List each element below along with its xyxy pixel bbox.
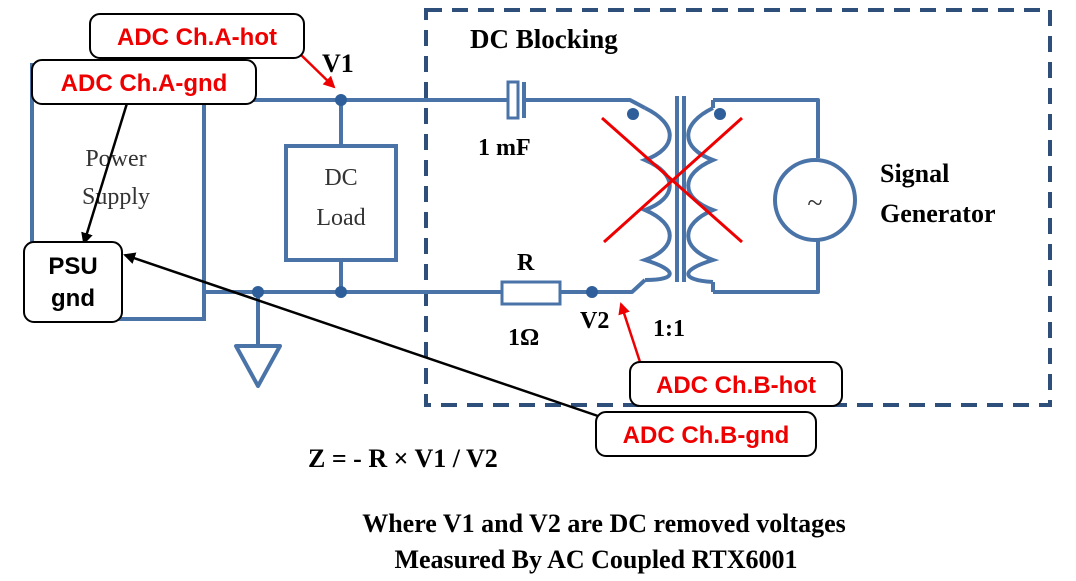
callout-ch-b-gnd: ADC Ch.B-gnd bbox=[595, 411, 817, 457]
callout-ch-a-hot: ADC Ch.A-hot bbox=[89, 13, 305, 59]
arrow-ch-a-hot bbox=[297, 51, 336, 89]
node-ground bbox=[252, 286, 264, 298]
signal-generator-label-line1: Signal bbox=[880, 159, 949, 188]
psu-gnd-label-line1: PSU bbox=[48, 253, 97, 280]
top-wire-right bbox=[524, 98, 646, 110]
dc-load-label-line1: DC bbox=[324, 165, 357, 191]
psu-gnd-label-line2: gnd bbox=[51, 285, 95, 312]
bottom-wire-right bbox=[560, 278, 647, 294]
footnote-line-1: Where V1 and V2 are DC removed voltages bbox=[362, 509, 846, 538]
resistor-value: 1Ω bbox=[508, 325, 539, 351]
impedance-formula: Z = - R × V1 / V2 bbox=[308, 444, 498, 473]
signal-generator-symbol bbox=[773, 158, 857, 242]
dc-load-box bbox=[284, 144, 398, 262]
v1-label: V1 bbox=[322, 49, 354, 78]
arrow-ch-b-gnd bbox=[123, 252, 599, 418]
signal-generator-label-line2: Generator bbox=[880, 199, 996, 228]
secondary-wire-top bbox=[713, 98, 820, 158]
callout-ch-b-gnd-text: ADC Ch.B-gnd bbox=[623, 422, 790, 449]
capacitor-value: 1 mF bbox=[478, 135, 531, 161]
v2-label: V2 bbox=[580, 308, 609, 334]
node-v2 bbox=[586, 286, 598, 298]
secondary-wire-bottom bbox=[713, 240, 820, 294]
dc-load-label-line2: Load bbox=[316, 205, 365, 231]
resistor-name: R bbox=[517, 250, 535, 276]
callout-psu-gnd: PSU gnd bbox=[23, 241, 123, 323]
capacitor-symbol bbox=[506, 80, 526, 120]
arrow-ch-b-hot bbox=[618, 302, 642, 363]
resistor-symbol bbox=[500, 280, 562, 306]
primary-polarity-dot bbox=[627, 108, 639, 120]
transformer-symbol bbox=[627, 96, 726, 284]
power-supply-label-line2: Supply bbox=[82, 184, 150, 210]
callout-ch-a-gnd: ADC Ch.A-gnd bbox=[31, 59, 257, 105]
ground-symbol bbox=[234, 344, 282, 388]
callout-ch-b-hot-text: ADC Ch.B-hot bbox=[656, 372, 816, 399]
transformer-ratio: 1:1 bbox=[653, 316, 685, 342]
callout-ch-a-gnd-text: ADC Ch.A-gnd bbox=[61, 70, 228, 97]
sine-wave-icon: ~ bbox=[807, 188, 822, 219]
power-supply-label-line1: Power bbox=[85, 146, 146, 172]
secondary-polarity-dot bbox=[714, 108, 726, 120]
dc-blocking-title: DC Blocking bbox=[470, 24, 618, 54]
callout-ch-a-hot-text: ADC Ch.A-hot bbox=[117, 24, 277, 51]
arrow-ch-a-gnd bbox=[81, 99, 130, 245]
footnote-line-2: Measured By AC Coupled RTX6001 bbox=[394, 545, 797, 574]
node-load-bottom bbox=[335, 286, 347, 298]
transformer-cross-out bbox=[601, 116, 744, 244]
callout-ch-b-hot: ADC Ch.B-hot bbox=[629, 361, 843, 407]
node-v1 bbox=[335, 94, 347, 106]
